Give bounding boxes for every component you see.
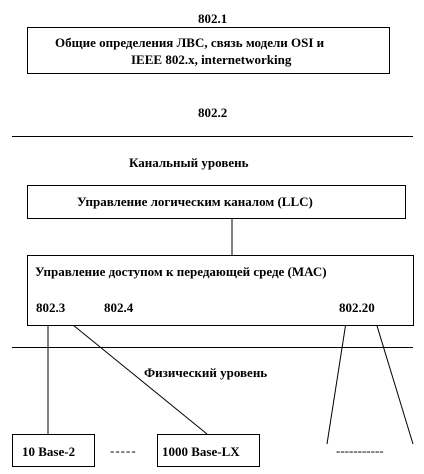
mac-std-802-3: 802.3 (36, 300, 66, 315)
label-802-2: 802.2 (198, 105, 228, 120)
mac-box: Управление доступом к передающей среде (… (27, 255, 414, 326)
line-80220-left (326, 315, 348, 445)
box-10base2-label: 10 Base-2 (22, 444, 76, 459)
llc-box-label: Управление логическим каналом (LLC) (77, 194, 313, 209)
line-80220-right (373, 315, 414, 445)
box-10base2: 10 Base-2 (12, 434, 95, 467)
box-1000baselx: 1000 Base-LX (157, 434, 260, 467)
label-802-1: 802.1 (198, 11, 228, 26)
llc-box: Управление логическим каналом (LLC) (27, 185, 406, 219)
mac-box-title: Управление доступом к передающей среде (… (35, 264, 327, 279)
box-802-1-line1: Общие определения ЛВС, связь модели OSI … (55, 35, 325, 50)
mac-std-802-4: 802.4 (104, 300, 134, 315)
mac-std-802-20: 802.20 (339, 300, 375, 315)
dots-right: ----------- (336, 443, 384, 458)
box-802-1-line2: IEEE 802.x, internetworking (131, 52, 292, 67)
box-1000baselx-label: 1000 Base-LX (162, 444, 240, 459)
dots-between-boxes: ----- (110, 443, 137, 458)
divider-bottom (12, 347, 413, 348)
channel-level-title: Канальный уровень (129, 155, 249, 170)
line-8023-to-1000baselx (61, 315, 208, 435)
divider-top (12, 136, 413, 137)
box-802-1-general: Общие определения ЛВС, связь модели OSI … (27, 27, 390, 74)
physical-level-title: Физический уровень (144, 365, 268, 380)
